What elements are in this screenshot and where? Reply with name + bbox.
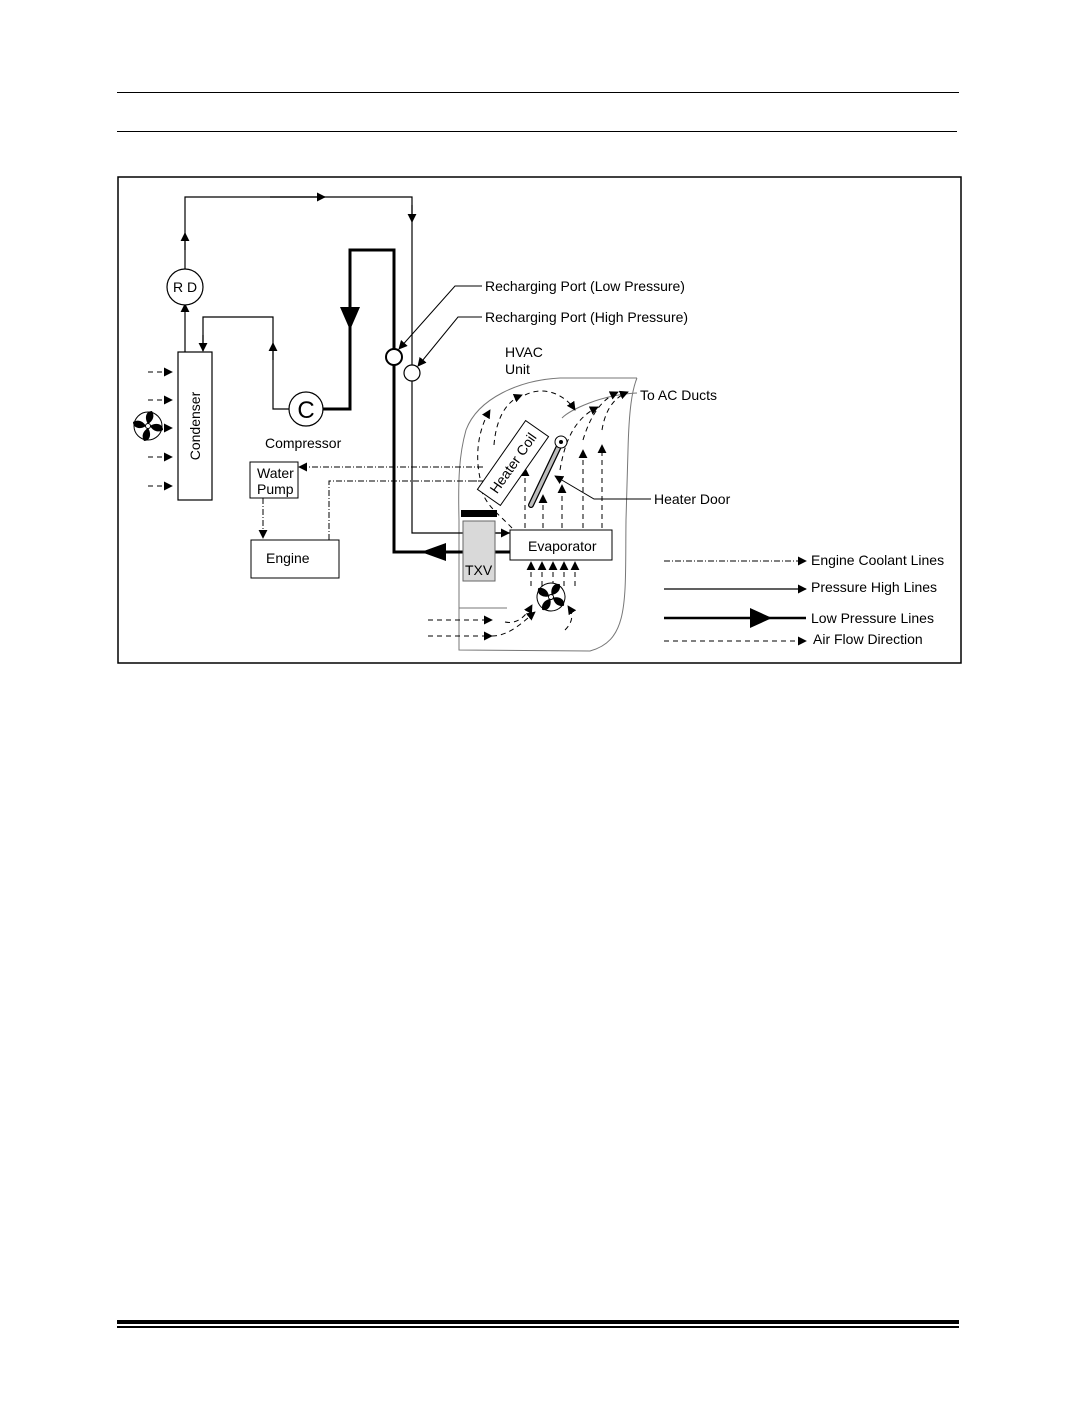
- legend-low-pressure: Low Pressure Lines: [664, 608, 934, 628]
- figure-frame: [117, 176, 962, 664]
- callout-leaders: [398, 285, 651, 500]
- hvac-housing: [458, 377, 638, 652]
- legend-air-flow-label: Air Flow Direction: [813, 631, 923, 647]
- legend: Engine Coolant Lines Pressure High Lines…: [664, 552, 944, 647]
- txv: TXV: [461, 510, 497, 582]
- water-pump-label-2: Pump: [257, 481, 294, 497]
- port-high-label: Recharging Port (High Pressure): [485, 309, 688, 325]
- water-pump: Water Pump: [249, 461, 299, 499]
- high-pressure-lines: [180, 192, 510, 538]
- air-flow-lines: [148, 367, 629, 641]
- txv-label: TXV: [465, 562, 493, 578]
- legend-engine-coolant: Engine Coolant Lines: [664, 552, 944, 568]
- footer-rule-thin: [117, 1326, 959, 1328]
- evaporator-label: Evaporator: [528, 538, 597, 554]
- header-rule-top: [117, 92, 959, 93]
- water-pump-label-1: Water: [257, 465, 294, 481]
- footer-rule-thick: [117, 1320, 959, 1324]
- condenser-label: Condenser: [187, 391, 203, 460]
- recharging-port-high: [403, 364, 421, 382]
- port-low-label: Recharging Port (Low Pressure): [485, 278, 685, 294]
- hvac-label-2: Unit: [505, 361, 530, 377]
- compressor: C Compressor: [265, 391, 342, 451]
- legend-engine-coolant-label: Engine Coolant Lines: [811, 552, 944, 568]
- recharging-port-low: [385, 348, 403, 366]
- low-pressure-lines: [322, 248, 510, 554]
- receiver-dryer: R D: [166, 268, 204, 306]
- legend-low-pressure-label: Low Pressure Lines: [811, 610, 934, 626]
- legend-pressure-high-label: Pressure High Lines: [811, 579, 937, 595]
- legend-air-flow: Air Flow Direction: [664, 631, 923, 647]
- receiver-dryer-label: R D: [173, 279, 197, 295]
- engine-label: Engine: [266, 550, 310, 566]
- evaporator: Evaporator: [509, 529, 613, 561]
- condenser: Condenser: [177, 351, 213, 501]
- hvac-label-1: HVAC: [505, 344, 543, 360]
- header-rule-bottom: [117, 131, 957, 132]
- heater-door-label: Heater Door: [654, 491, 731, 507]
- compressor-symbol: C: [297, 397, 314, 424]
- hvac-housing-inner: [561, 392, 638, 419]
- to-ac-ducts-label: To AC Ducts: [640, 387, 717, 403]
- heater-door: [528, 435, 568, 508]
- compressor-label: Compressor: [265, 435, 342, 451]
- low-pressure-arrow-left: [421, 543, 446, 561]
- condenser-fan-icon: [132, 410, 164, 442]
- legend-pressure-high: Pressure High Lines: [664, 579, 937, 595]
- engine: Engine: [250, 539, 340, 579]
- low-pressure-arrow-down: [340, 307, 360, 330]
